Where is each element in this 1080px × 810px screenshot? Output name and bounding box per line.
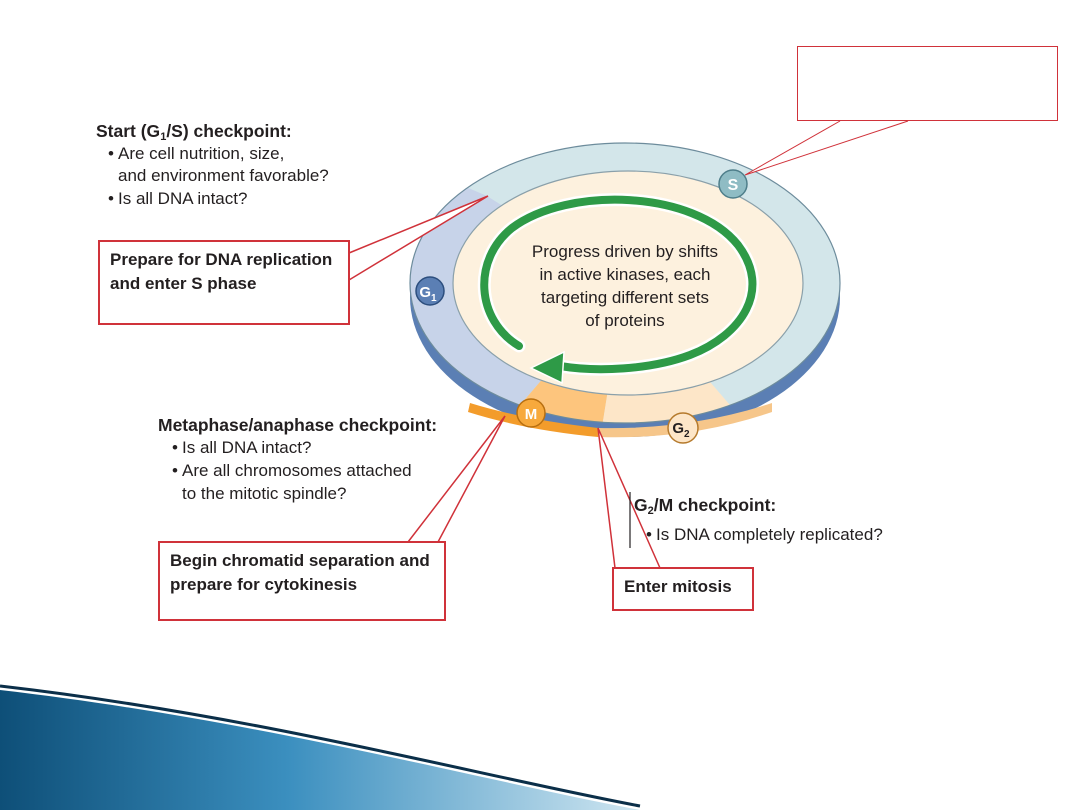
ring-outline [409,142,841,424]
ring-lip-g2 [598,403,772,438]
progress-arrow-body [480,195,757,374]
meta-callout: Begin chromatid separation and prepare f… [158,541,446,621]
meta-checkpoint-bullet-1: Is all DNA intact? [168,437,311,459]
g2m-checkpoint-heading: G2/M checkpoint: [634,495,777,517]
decorative-swoosh-edge [0,684,641,808]
start-checkpoint-bullet-2: Is all DNA intact? [104,188,247,210]
s-phase-label: S [728,177,739,194]
start-callout-line-1: Prepare for DNA replication [110,250,333,269]
meta-checkpoint-bullet-2-cont: to the mitotic spindle? [182,484,347,503]
g2m-callout-pointer-line [597,427,661,569]
center-line-2: in active kinases, each [539,265,711,284]
start-checkpoint-bullet-1: Are cell nutrition, size, [104,143,284,165]
g2m-callout: Enter mitosis [612,567,754,611]
start-callout: Prepare for DNA replication and enter S … [98,240,350,325]
g1-phase-circle [415,276,445,306]
m-phase-circle [516,398,546,428]
start-checkpoint-bullet-1-cont: and environment favorable? [118,166,329,185]
empty-callout-box [797,46,1058,121]
progress-arrow-head [529,350,565,385]
meta-checkpoint-heading: Metaphase/anaphase checkpoint: [158,415,438,435]
g2m-checkpoint-bullet-1: Is DNA completely replicated? [642,524,883,546]
decorative-swoosh [0,690,640,810]
meta-checkpoint-bullet-2: Are all chromosomes attached [168,460,412,482]
meta-callout-line-1: Begin chromatid separation and [170,551,430,570]
s-phase-circle [718,169,748,199]
m-phase-label: M [525,406,538,423]
meta-callout-pointer-line [407,415,506,543]
center-description: Progress driven by shifts in active kina… [500,240,750,332]
start-callout-pointer-line [348,195,489,281]
g2-phase-circle [667,412,699,444]
g2m-callout-text: Enter mitosis [624,577,732,596]
center-line-3: targeting different sets [541,288,709,307]
meta-callout-line-2: prepare for cytokinesis [170,575,358,594]
start-callout-line-2: and enter S phase [110,274,257,293]
start-checkpoint-heading: Start (G1/S) checkpoint: [96,121,292,143]
center-line-4: of proteins [585,311,665,330]
center-line-1: Progress driven by shifts [531,242,719,261]
empty-callout-pointer-line [744,120,909,176]
